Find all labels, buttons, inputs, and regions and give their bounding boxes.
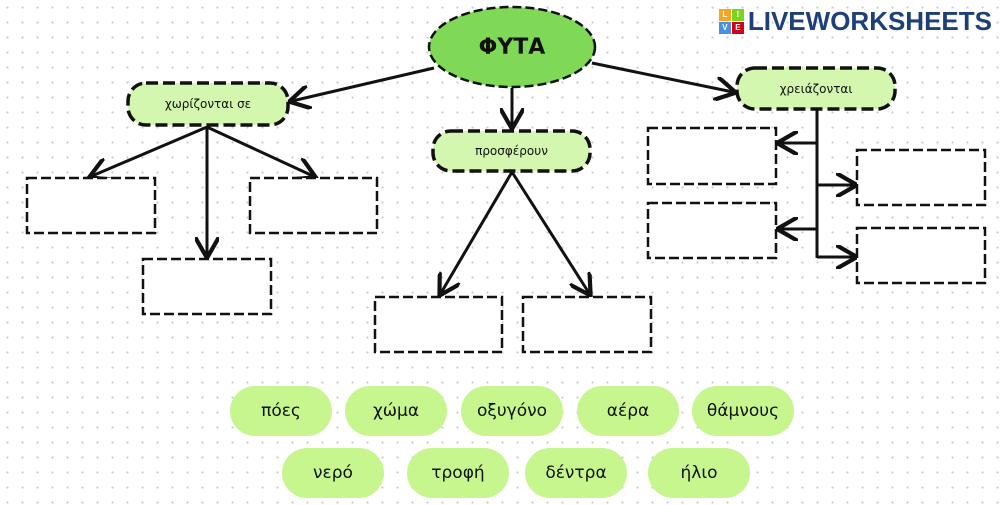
logo-text: LIVEWORKSHEETS bbox=[747, 6, 992, 36]
branch-label-chorizontai: χωρίζονται σε bbox=[164, 97, 252, 111]
arrow bbox=[206, 125, 313, 176]
main-node bbox=[427, 5, 597, 89]
arrow-to-chreiazontai bbox=[591, 61, 733, 92]
answer-box[interactable] bbox=[373, 295, 504, 354]
branch-label-prosferoun: προσφέρουν bbox=[475, 144, 548, 158]
main-node-label: ΦΥΤΑ bbox=[478, 34, 546, 60]
answer-box[interactable] bbox=[521, 295, 653, 354]
word-chip[interactable]: χώμα bbox=[345, 386, 447, 436]
answer-box[interactable] bbox=[855, 226, 987, 285]
badge-letter: I bbox=[731, 8, 744, 21]
word-chip[interactable]: τροφή bbox=[407, 448, 509, 498]
answer-box[interactable] bbox=[646, 126, 778, 186]
word-chip[interactable]: πόες bbox=[230, 386, 332, 436]
answer-box[interactable] bbox=[141, 257, 273, 316]
arrow-to-chorizontai bbox=[292, 66, 435, 101]
arrow bbox=[92, 125, 208, 176]
arrow bbox=[441, 171, 514, 293]
logo-badge-icon: L I V E bbox=[718, 8, 744, 34]
word-chip[interactable]: ήλιο bbox=[648, 448, 750, 498]
word-chip[interactable]: δέντρα bbox=[525, 448, 627, 498]
arrow bbox=[510, 171, 589, 293]
liveworksheets-logo: L I V E LIVEWORKSHEETS bbox=[718, 6, 992, 36]
node-chorizontai bbox=[126, 81, 290, 127]
node-chreiazontai bbox=[735, 66, 897, 111]
answer-box[interactable] bbox=[25, 176, 157, 235]
node-prosferoun bbox=[431, 129, 592, 173]
word-chip[interactable]: οξυγόνο bbox=[461, 386, 563, 436]
word-chip[interactable]: νερό bbox=[282, 448, 384, 498]
badge-letter: L bbox=[718, 8, 731, 21]
word-chip[interactable]: θάμνους bbox=[692, 386, 794, 436]
answer-box[interactable] bbox=[646, 201, 778, 260]
badge-letter: V bbox=[718, 21, 731, 34]
answer-box[interactable] bbox=[248, 176, 379, 235]
badge-letter: E bbox=[731, 21, 744, 34]
answer-box[interactable] bbox=[855, 148, 987, 207]
word-chip[interactable]: αέρα bbox=[577, 386, 679, 436]
branch-label-chreiazontai: χρειάζονται bbox=[779, 81, 853, 96]
